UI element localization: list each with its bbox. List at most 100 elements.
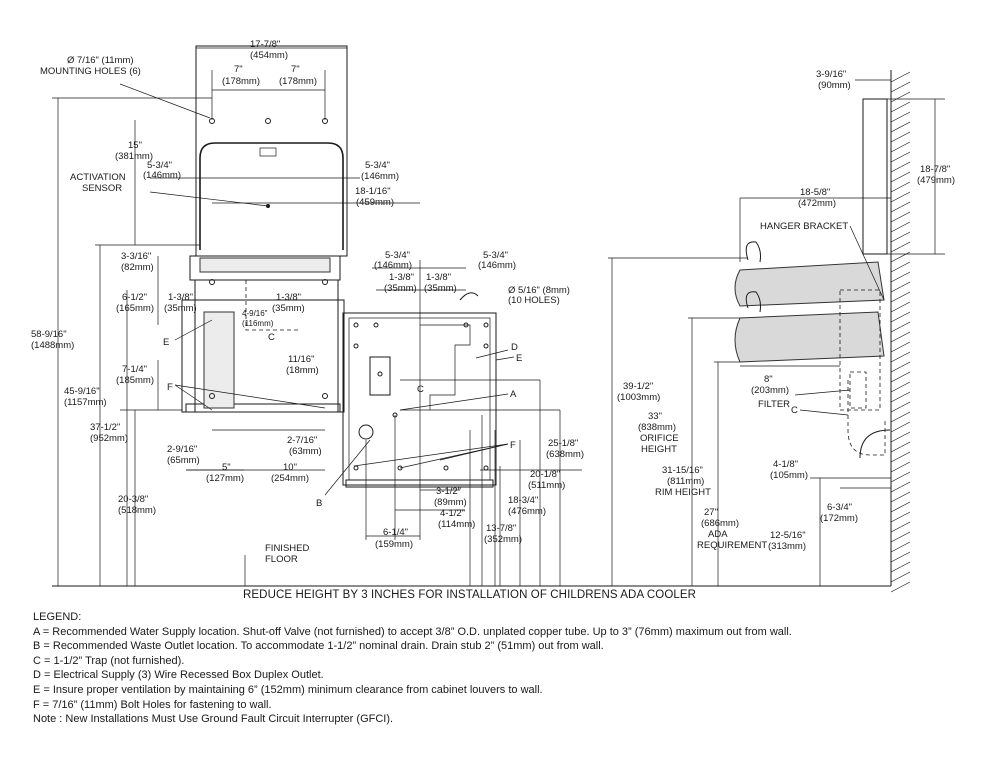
label-wall-c: C <box>417 384 424 395</box>
label-hanger-bracket: HANGER BRACKET <box>760 221 848 232</box>
hatch-line <box>890 361 911 373</box>
front-view: 17-7/8" (454mm) 7" (178mm) 7" (178mm) Ø … <box>31 39 420 587</box>
label-sensor: SENSOR <box>82 183 122 194</box>
sv-dim-12516-mm: (313mm) <box>768 541 806 552</box>
hatch-line <box>890 351 911 363</box>
wv-dim-534-a-mm: (146mm) <box>374 260 412 271</box>
hatch-line <box>890 131 911 143</box>
wall-view: 5-3/4" (146mm) 5-3/4" (146mm) 1-3/8" (35… <box>250 250 612 587</box>
hatch-line <box>890 301 911 313</box>
dim-hole-left-mm: (178mm) <box>222 76 260 87</box>
sv-dim-418-mm: (105mm) <box>770 470 808 481</box>
sv-dim-1878-mm: (479mm) <box>917 175 955 186</box>
hatch-line <box>890 111 911 123</box>
legend-item-d: D = Electrical Supply (3) Wire Recessed … <box>33 669 324 682</box>
dim-5-mm: (127mm) <box>206 473 244 484</box>
legend-item-e: E = Insure proper ventilation by maintai… <box>33 683 543 696</box>
hatch-line <box>890 271 911 283</box>
hatch-line <box>890 221 911 233</box>
dim-5: 5" <box>222 462 231 473</box>
hatch-line <box>890 431 911 443</box>
dim-2018-mm: (511mm) <box>528 480 565 491</box>
dim-hole-right-mm: (178mm) <box>279 76 317 87</box>
bottle-filler-side <box>862 98 888 255</box>
dim-4916-mm: (116mm) <box>242 319 274 328</box>
hatch-line <box>890 121 911 133</box>
hatch-line <box>890 161 911 173</box>
hatch-line <box>890 451 911 463</box>
dim-2518-mm: (638mm) <box>546 449 584 460</box>
dim-2518: 25-1/8" <box>548 438 578 449</box>
hatch-line <box>890 71 911 83</box>
sv-dim-8-mm: (203mm) <box>751 385 789 396</box>
dim-3712-mm: (952mm) <box>90 433 128 444</box>
wv-dim-138-a: 1-3/8" <box>389 272 414 283</box>
hatch-line <box>890 391 911 403</box>
sv-dim-3115-mm: (811mm) <box>667 476 704 487</box>
dim-1116-mm: (18mm) <box>286 365 319 376</box>
dim-312-mm: (89mm) <box>434 497 467 508</box>
label-orifice-height: HEIGHT <box>641 444 677 455</box>
dim-138-a: 1-3/8" <box>168 292 193 303</box>
sv-dim-27: 27" <box>704 507 718 518</box>
hatch-line <box>890 101 911 113</box>
dim-1378-mm: (352mm) <box>484 534 522 545</box>
hatch-line <box>890 141 911 153</box>
dim-18116: 18-1/16" <box>355 186 391 197</box>
sv-dim-3916: 3-9/16" <box>816 69 846 80</box>
label-rim-height: RIM HEIGHT <box>655 487 711 498</box>
label-d: D <box>511 342 518 353</box>
wv-dim-534-b-mm: (146mm) <box>478 260 516 271</box>
dim-614-mm: (159mm) <box>375 539 413 550</box>
label-wall-e: E <box>516 353 522 364</box>
sv-dim-3916-mm: (90mm) <box>818 80 851 91</box>
sv-dim-634: 6-3/4" <box>827 502 852 513</box>
hatch-line <box>890 311 911 323</box>
dim-534-a: 5-3/4" <box>147 160 172 171</box>
dim-1834: 18-3/4" <box>508 495 538 506</box>
electrical-outlet <box>369 356 391 396</box>
hatch-line <box>890 231 911 243</box>
legend: LEGEND: A = Recommended Water Supply loc… <box>33 610 792 727</box>
dim-15-mm: (381mm) <box>115 151 153 162</box>
hatch-line <box>890 551 911 563</box>
hatch-line <box>890 201 911 213</box>
lower-bowl <box>734 311 885 363</box>
cooler-top <box>189 255 341 281</box>
dim-2916: 2-9/16" <box>167 444 197 455</box>
dim-312: 3-1/2" <box>436 486 461 497</box>
dim-614: 6-1/4" <box>383 527 408 538</box>
sv-dim-27-mm: (686mm) <box>701 518 739 529</box>
hatch-line <box>890 401 911 413</box>
label-floor: FLOOR <box>265 554 298 565</box>
sv-dim-33-mm: (838mm) <box>638 422 676 433</box>
hatch-line <box>890 371 911 383</box>
dim-10: 10" <box>283 462 297 473</box>
hatch-line <box>890 561 911 573</box>
legend-item-a: A = Recommended Water Supply location. S… <box>33 625 792 638</box>
dim-hole-left: 7" <box>234 64 243 75</box>
label-mounting-holes-2: MOUNTING HOLES (6) <box>40 66 141 77</box>
hatch-line <box>890 191 911 203</box>
dim-714: 7-1/4" <box>122 364 147 375</box>
hatch-line <box>890 181 911 193</box>
label-a: A <box>510 389 517 400</box>
dim-2038-mm: (518mm) <box>118 505 156 516</box>
dim-2716-mm: (63mm) <box>289 446 322 457</box>
dim-width-total: 17-7/8" <box>250 39 280 50</box>
dim-hole-right: 7" <box>291 64 300 75</box>
dim-10-mm: (254mm) <box>271 473 309 484</box>
hatch-line <box>890 211 911 223</box>
hatch-line <box>890 461 911 473</box>
hatch-line <box>890 521 911 533</box>
wall-hatch <box>890 71 911 593</box>
hatch-line <box>890 411 911 423</box>
label-ada: ADA <box>708 529 728 540</box>
side-view: 3-9/16" (90mm) 18-7/8" (479mm) 18-5/8" (… <box>608 69 955 593</box>
hatch-line <box>890 581 911 593</box>
dim-1834-mm: (476mm) <box>508 506 546 517</box>
hatch-line <box>890 291 911 303</box>
dim-412: 4-1/2" <box>440 508 465 519</box>
wv-dim-138-b-mm: (35mm) <box>424 283 457 294</box>
dim-2018: 20-1/8" <box>530 469 560 480</box>
